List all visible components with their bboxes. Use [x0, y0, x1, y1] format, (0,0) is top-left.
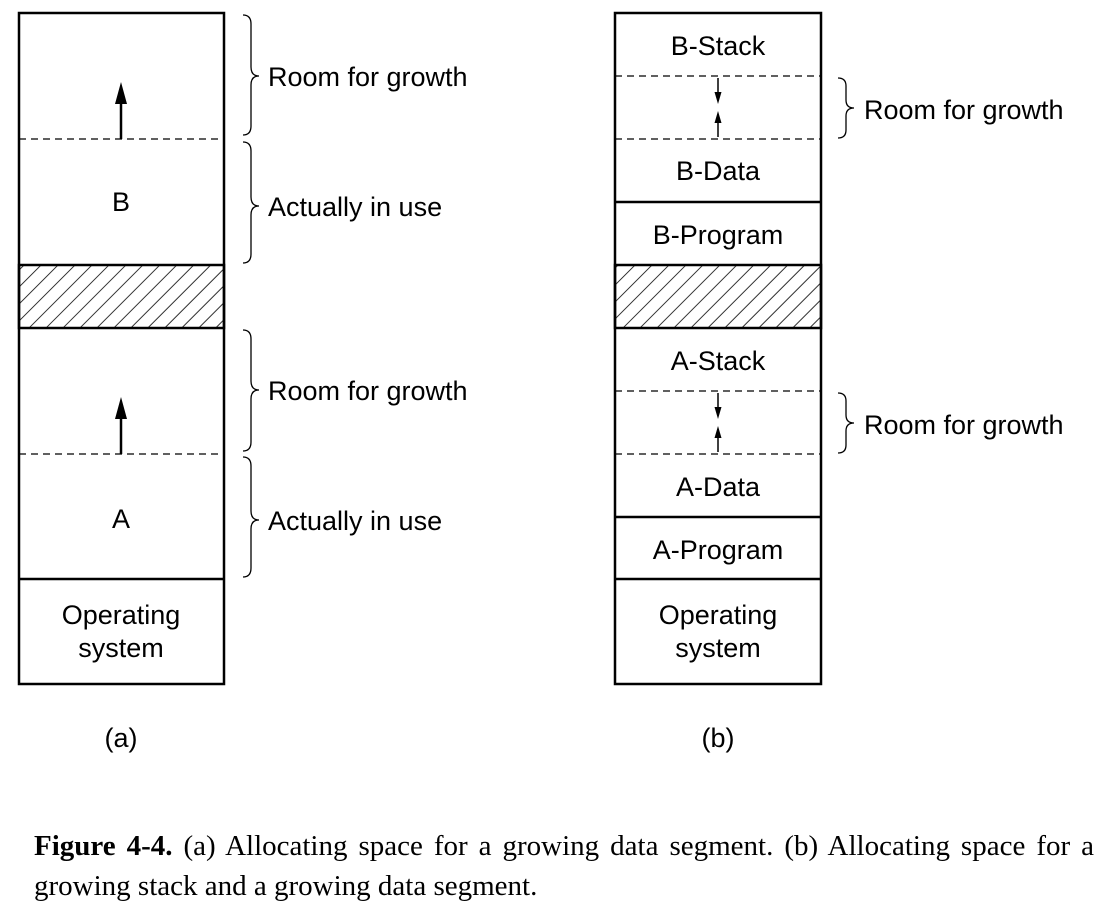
- block-label-os-line2: system: [78, 633, 164, 663]
- up-arrow-icon: [714, 426, 722, 452]
- block-label-b-stack: B-Stack: [671, 31, 766, 61]
- block-label-os-line1: Operating: [659, 600, 778, 630]
- block-label-b-program: B-Program: [653, 220, 784, 250]
- annotation-room-for-growth: Room for growth: [864, 95, 1064, 125]
- brace-icon: [242, 14, 260, 136]
- annotation-room-for-growth: Room for growth: [268, 376, 468, 406]
- down-arrow-icon: [714, 393, 722, 419]
- block-label-a-stack: A-Stack: [671, 346, 766, 376]
- block-label-b: B: [112, 187, 130, 217]
- block-label-a-program: A-Program: [653, 535, 784, 565]
- diagram-a: B A Operating system Room for growth Act…: [17, 11, 468, 753]
- caption-text: (a) Allocating space for a growing data …: [34, 830, 1094, 902]
- subfigure-label-a: (a): [105, 723, 138, 753]
- brace-icon: [242, 456, 260, 578]
- subfigure-label-b: (b): [702, 723, 735, 753]
- brace-icon: [242, 329, 260, 452]
- brace-icon: [837, 392, 855, 454]
- block-label-b-data: B-Data: [676, 156, 761, 186]
- annotation-actually-in-use: Actually in use: [268, 192, 442, 222]
- diagram-b: B-Stack B-Data B-Program A-Stack A-Data …: [613, 11, 1064, 753]
- brace-icon: [837, 77, 855, 139]
- figure-caption: Figure 4-4. (a) Allocating space for a g…: [34, 826, 1094, 906]
- block-label-os-line2: system: [675, 633, 761, 663]
- up-arrow-icon: [115, 82, 127, 139]
- hatched-gap-block: [613, 263, 823, 330]
- block-label-a: A: [112, 504, 130, 534]
- down-arrow-icon: [714, 78, 722, 104]
- block-label-os-line1: Operating: [62, 600, 181, 630]
- block-label-a-data: A-Data: [676, 472, 761, 502]
- annotation-room-for-growth: Room for growth: [864, 410, 1064, 440]
- up-arrow-icon: [714, 111, 722, 137]
- hatched-gap-block: [17, 263, 226, 330]
- up-arrow-icon: [115, 397, 127, 454]
- annotation-actually-in-use: Actually in use: [268, 506, 442, 536]
- brace-icon: [242, 141, 260, 264]
- annotation-room-for-growth: Room for growth: [268, 62, 468, 92]
- figure-number: Figure 4-4.: [34, 830, 173, 862]
- memory-allocation-figure: B A Operating system Room for growth Act…: [17, 11, 1064, 753]
